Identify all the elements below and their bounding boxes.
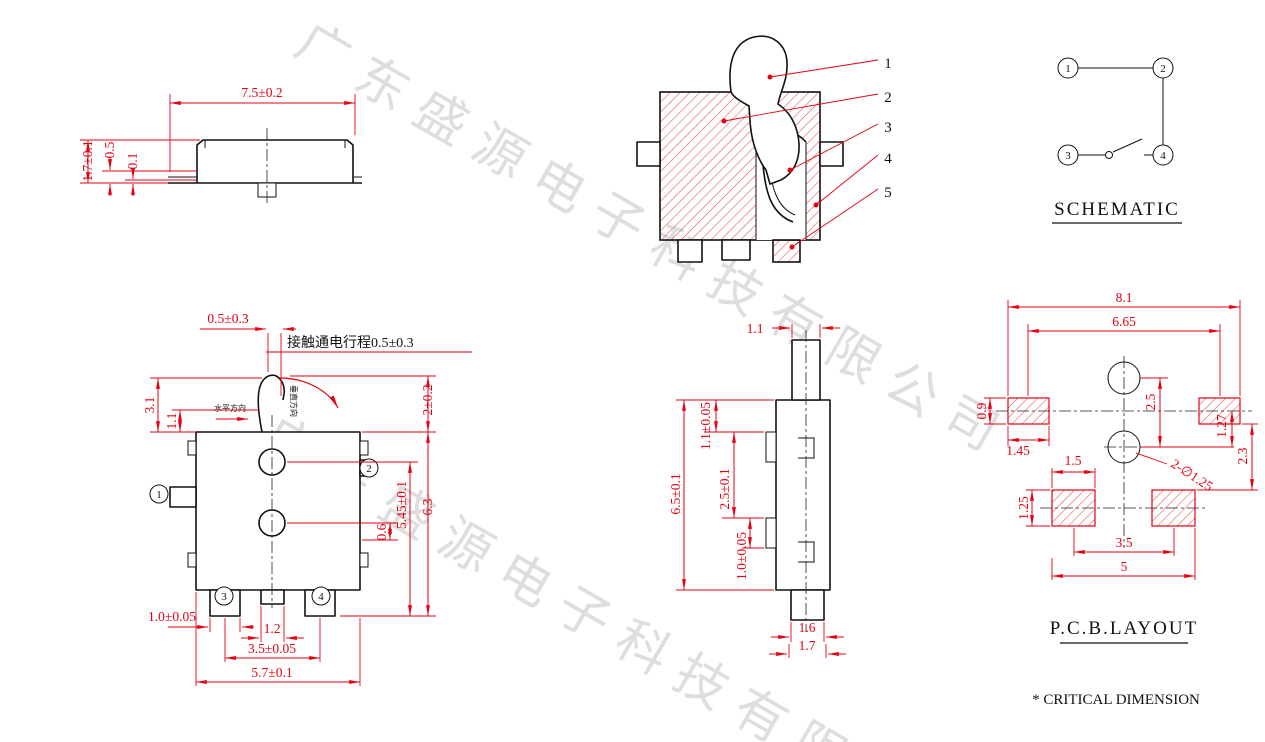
callout-5: 5 bbox=[884, 185, 892, 201]
dim-total-h: 6.3 bbox=[420, 498, 435, 515]
side-dimensions: 1.1 6.5±0.1 1.1±0.05 2.5±0.1 1.0±0.05 1.… bbox=[668, 321, 846, 658]
dim-top-w: 1.1 bbox=[747, 321, 764, 336]
dim-side-upper: 1.1±0.05 bbox=[698, 402, 713, 450]
schematic-pin-4: 4 bbox=[1160, 150, 1166, 162]
dim-tip: 0.5±0.3 bbox=[207, 311, 248, 326]
side-outline bbox=[765, 330, 831, 632]
dim-profile-step: 0.5 bbox=[102, 141, 117, 158]
dim-pad-pitch-w: 6.65 bbox=[1112, 314, 1136, 329]
dim-profile-height: 1.7±0.1 bbox=[80, 140, 95, 181]
label-vertical-direction: 垂直方向 bbox=[289, 385, 299, 417]
dim-foot-w: 1.0±0.05 bbox=[148, 609, 196, 624]
dim-overall-w: 8.1 bbox=[1116, 290, 1133, 305]
front-pin-2: 2 bbox=[366, 463, 372, 475]
dim-pad2-h: 1.25 bbox=[1016, 496, 1031, 520]
dim-lever-height: 3.1 bbox=[142, 397, 157, 414]
section-callouts: 1 2 3 4 5 bbox=[721, 56, 892, 250]
label-horizontal-direction: 水平方向 bbox=[214, 403, 246, 413]
schematic-pin-1: 1 bbox=[1065, 63, 1071, 75]
front-view: 1 2 3 4 0.5±0.3 接触通电行程0.5±0.3 水平方向 垂直方向 … bbox=[142, 311, 472, 686]
front-outline bbox=[169, 374, 373, 617]
actuator-lever bbox=[729, 35, 800, 186]
critical-dimension-note: * CRITICAL DIMENSION bbox=[1032, 692, 1200, 708]
dim-holes: 2-∅1.25 bbox=[1168, 456, 1215, 494]
dim-stem-w: 1.6 bbox=[799, 620, 816, 635]
switch-blade-icon bbox=[1112, 138, 1143, 153]
dim-body-w: 5.7±0.1 bbox=[251, 665, 292, 680]
dim-pad-h: 0.9 bbox=[974, 402, 989, 419]
dim-profile-clearance: 0.1 bbox=[125, 153, 140, 170]
side-view: 1.1 6.5±0.1 1.1±0.05 2.5±0.1 1.0±0.05 1.… bbox=[668, 321, 846, 658]
watermark: 广东盛源电子科技有限公司 广东盛源电子科技有限公司 bbox=[252, 13, 1021, 742]
schematic-title: SCHEMATIC bbox=[1054, 199, 1180, 220]
section-view: 1 2 3 4 5 bbox=[636, 35, 892, 263]
callout-1: 1 bbox=[884, 56, 892, 72]
dim-foot-pitch: 3.5±0.05 bbox=[248, 641, 296, 656]
front-pin-3: 3 bbox=[221, 591, 227, 603]
schematic-pin-3: 3 bbox=[1065, 150, 1071, 162]
pcb-pads bbox=[996, 356, 1252, 548]
travel-note: 接触通电行程0.5±0.3 bbox=[287, 334, 414, 351]
dim-profile-width: 7.5±0.2 bbox=[241, 85, 282, 100]
schematic-pin-2: 2 bbox=[1160, 63, 1166, 75]
callout-3: 3 bbox=[884, 120, 892, 136]
profile-dimensions: 7.5±0.2 1.7±0.1 0.5 0.1 bbox=[80, 85, 356, 196]
front-pin-1: 1 bbox=[156, 489, 162, 501]
dim-side-total-h: 6.5±0.1 bbox=[668, 473, 683, 514]
section-body bbox=[636, 35, 844, 263]
schematic-view: 1 2 3 4 SCHEMATIC bbox=[1052, 57, 1182, 224]
dim-side-mid: 2.5±0.1 bbox=[717, 468, 732, 509]
front-dimensions: 0.5±0.3 接触通电行程0.5±0.3 水平方向 垂直方向 3.1 1.1 … bbox=[142, 311, 472, 686]
top-profile-view: 7.5±0.2 1.7±0.1 0.5 0.1 bbox=[80, 85, 362, 206]
dim-pitch-v: 5.45±0.1 bbox=[394, 481, 409, 529]
pcb-layout-title: P.C.B.LAYOUT bbox=[1050, 618, 1198, 639]
schematic-wires bbox=[1078, 67, 1164, 159]
switch-contact-icon bbox=[1105, 151, 1113, 159]
travel-arc bbox=[279, 377, 339, 409]
front-pin-4: 4 bbox=[318, 591, 324, 603]
front-pin-markers: 1 2 3 4 bbox=[149, 458, 379, 606]
callout-4: 4 bbox=[884, 151, 892, 167]
dim-base-w: 1.7 bbox=[799, 638, 816, 653]
dim-hole-pitch: 2.5 bbox=[1143, 393, 1158, 410]
dim-upper: 1.1 bbox=[164, 413, 179, 430]
dim-pad2-span: 5 bbox=[1121, 559, 1128, 574]
dim-offset: 1.27 bbox=[1214, 414, 1229, 438]
dim-pad2-w: 1.5 bbox=[1065, 453, 1082, 468]
dim-row-gap: 2.3 bbox=[1235, 447, 1250, 464]
dim-gap: 0.6 bbox=[374, 523, 389, 540]
watermark-line-1: 广东盛源电子科技有限公司 bbox=[286, 13, 1021, 470]
pcb-layout-view: 8.1 6.65 0.9 1.45 2.5 1.27 2.3 2 bbox=[974, 290, 1258, 644]
dim-pad2-pitch: 3.5 bbox=[1116, 535, 1133, 550]
watermark-line-2: 广东盛源电子科技有限公司 bbox=[252, 407, 987, 742]
dim-side-lower: 1.0±0.05 bbox=[734, 532, 749, 580]
dim-travel: 2±0.2 bbox=[420, 384, 435, 415]
dim-tab-w: 1.2 bbox=[264, 621, 281, 636]
profile-outline bbox=[168, 128, 362, 206]
callout-2: 2 bbox=[884, 90, 892, 106]
dim-pad-w: 1.45 bbox=[1006, 443, 1030, 458]
